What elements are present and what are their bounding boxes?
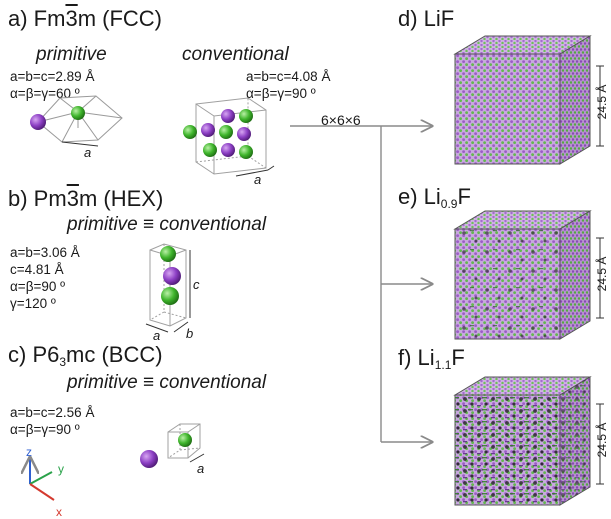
f-atom [178, 433, 192, 447]
param-line: a=b=c=2.56 Å [10, 405, 95, 420]
param-line: a=b=c=2.89 Å [10, 69, 95, 84]
edge-label-b: b [186, 326, 193, 341]
panel-c-title: c) P63mc (BCC) [8, 342, 163, 369]
f-atom [219, 125, 233, 139]
panel-a-primitive-title: primitive [36, 44, 107, 65]
edge-label-a: a [84, 145, 91, 160]
li-atom [163, 267, 181, 285]
edge-label-a: a [197, 461, 204, 476]
param-line: α=β=γ=60 º [10, 86, 80, 101]
li-atom [140, 450, 158, 468]
bcc-cell: a [140, 423, 205, 476]
panel-a-conventional-params: a=b=c=4.08 Å α=β=γ=90 º [246, 68, 330, 102]
panel-f-title: f) Li1.1F [398, 345, 465, 372]
panel-e-title: e) Li0.9F [398, 184, 471, 211]
panel-b-params: a=b=3.06 Å c=4.81 Å α=β=90 º γ=120 º [10, 244, 80, 312]
li-atom [30, 114, 46, 130]
f-atom [160, 246, 176, 262]
li-atom [201, 123, 215, 137]
li-atom [237, 127, 251, 141]
panel-c-params: a=b=c=2.56 Å α=β=γ=90 º [10, 404, 94, 438]
param-line: a=b=3.06 Å [10, 245, 80, 260]
param-line: α=β=γ=90 º [246, 86, 316, 101]
axis-label-y: y [58, 462, 64, 476]
fcc-primitive-cell: a [30, 95, 123, 160]
li-atom [221, 109, 235, 123]
axis-label-z: z [26, 445, 32, 459]
axis-label-x: x [56, 505, 62, 519]
f-atom [239, 145, 253, 159]
edge-label-c: c [193, 277, 200, 292]
connector-arrows [290, 126, 432, 442]
size-label-e: 24.5 Å [594, 257, 609, 292]
edge-label-a: a [153, 328, 160, 343]
supercell-d: 24.5 Å [453, 35, 609, 165]
f-atom [203, 143, 217, 157]
panel-a-title: a) Fm3m (FCC) [8, 6, 163, 31]
panel-b-subtitle: primitive ≡ conventional [67, 214, 267, 235]
param-line: α=β=γ=90 º [10, 422, 80, 437]
f-atom [161, 287, 179, 305]
f-atom [183, 125, 197, 139]
edge-label-a: a [254, 172, 261, 187]
axes-triad: z y x [26, 445, 64, 519]
param-line: a=b=c=4.08 Å [246, 69, 331, 84]
fcc-conventional-cell: a [183, 97, 275, 187]
param-line: γ=120 º [10, 296, 56, 311]
panel-a-conventional-title: conventional [182, 44, 289, 65]
li-atom [221, 143, 235, 157]
param-line: α=β=90 º [10, 279, 66, 294]
panel-c-subtitle: primitive ≡ conventional [67, 372, 267, 393]
panel-a-primitive-params: a=b=c=2.89 Å α=β=γ=60 º [10, 68, 94, 102]
supercell-f: 24.5 Å [453, 376, 609, 506]
panel-d-title: d) LiF [398, 6, 455, 31]
panel-b-title: b) Pm3m (HEX) [8, 186, 164, 211]
hex-cell: c a b [145, 243, 200, 343]
f-atom [71, 106, 85, 120]
f-atom [239, 109, 253, 123]
supercell-e: 24.5 Å [453, 210, 609, 340]
param-line: c=4.81 Å [10, 262, 64, 277]
size-label-d: 24.5 Å [594, 85, 609, 120]
size-label-f: 24.5 Å [594, 423, 609, 458]
supercell-label: 6×6×6 [321, 112, 361, 128]
